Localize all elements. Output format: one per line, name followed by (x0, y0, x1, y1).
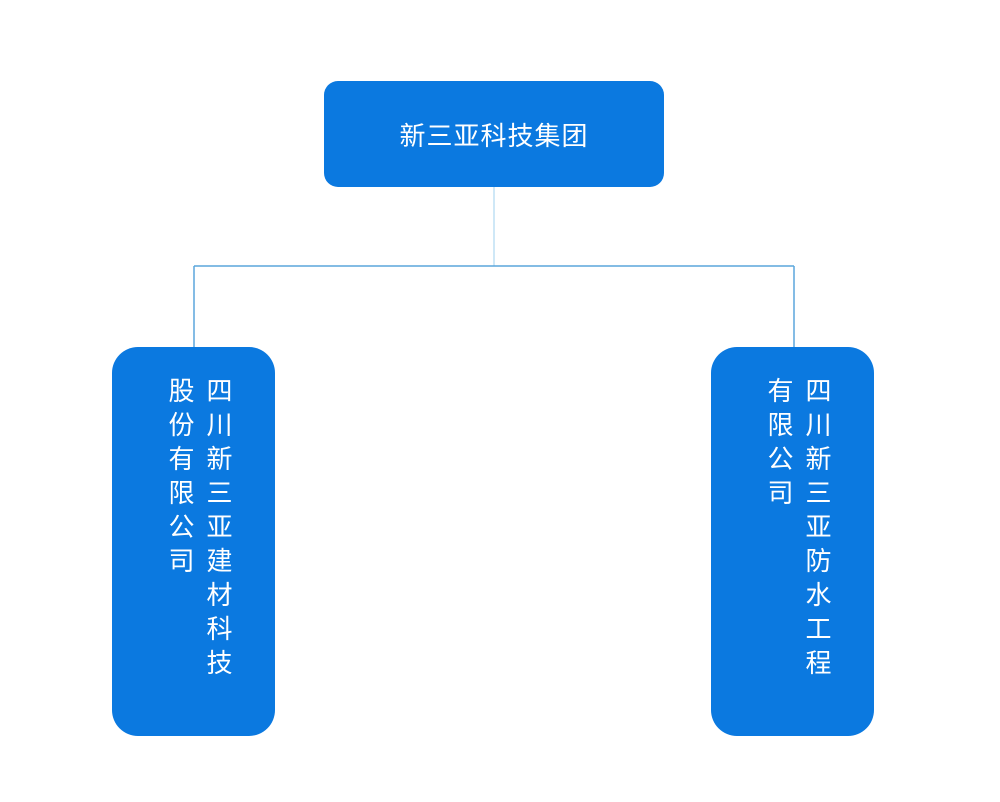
child-node-label: 四川新三亚防水工程 有限公司 (763, 377, 831, 683)
root-node: 新三亚科技集团 (324, 81, 664, 187)
child-node-label: 四川新三亚建材科技 股份有限公司 (164, 377, 232, 683)
root-node-label: 新三亚科技集团 (399, 121, 589, 152)
child-node-building-materials: 四川新三亚建材科技 股份有限公司 (112, 347, 275, 736)
child-node-waterproofing: 四川新三亚防水工程 有限公司 (711, 347, 874, 736)
